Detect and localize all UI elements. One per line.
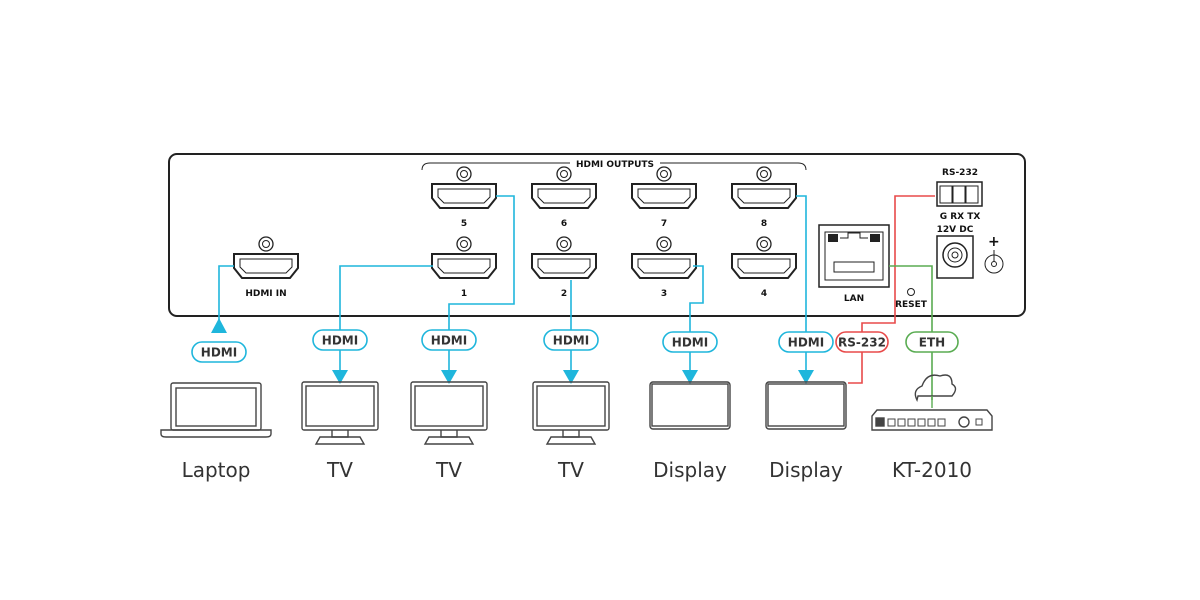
device-tv xyxy=(532,381,610,445)
device-tv xyxy=(410,381,488,445)
rs232-terminal[interactable] xyxy=(936,181,983,207)
hdmi-output-port-2-label: 2 xyxy=(561,289,567,299)
hdmi-tag-text: HDMI xyxy=(201,346,237,360)
device-laptop xyxy=(160,382,272,438)
hdmi-output-port-5[interactable] xyxy=(431,166,497,209)
device-label: TV xyxy=(326,458,353,482)
power-label: 12V DC xyxy=(937,225,974,235)
hdmi-tag xyxy=(662,331,718,353)
device-rear-panel xyxy=(168,153,1026,317)
hdmi-output-port-1-label: 1 xyxy=(461,289,467,299)
lan-port[interactable] xyxy=(818,224,890,288)
device-controller xyxy=(871,374,993,431)
rs232-pins-label: G RX TX xyxy=(940,212,981,222)
arrow-down-icon xyxy=(332,370,348,384)
polarity-plus: + xyxy=(988,234,1000,250)
cable-out8 xyxy=(796,195,807,370)
arrow-up-icon xyxy=(211,318,227,333)
hdmi-tag-text: HDMI xyxy=(322,334,358,348)
cable-out5 xyxy=(448,195,515,370)
reset-label: RESET xyxy=(895,300,928,310)
device-label: KT-2010 xyxy=(892,458,972,482)
hdmi-tag xyxy=(778,331,834,353)
hdmi-tag-text: HDMI xyxy=(431,334,467,348)
cable-out3 xyxy=(689,265,704,370)
hdmi-tag xyxy=(191,341,247,363)
device-label: Laptop xyxy=(182,458,251,482)
rs232-tag xyxy=(835,331,889,353)
hdmi-output-port-4-label: 4 xyxy=(761,289,767,299)
hdmi-outputs-label: HDMI OUTPUTS xyxy=(576,160,654,170)
hdmi-tag xyxy=(312,329,368,351)
polarity-icon xyxy=(984,250,1004,274)
device-label: Display xyxy=(769,458,843,482)
cable-hdmi-in xyxy=(218,265,234,333)
hdmi-output-port-4[interactable] xyxy=(731,236,797,279)
cable-eth xyxy=(889,265,933,400)
arrow-down-icon xyxy=(441,370,457,384)
hdmi-output-port-6-label: 6 xyxy=(561,219,567,229)
eth-tag-text: ETH xyxy=(919,336,945,350)
power-jack[interactable] xyxy=(936,235,974,279)
hdmi-in-port-label: HDMI IN xyxy=(245,289,286,299)
hdmi-tag-text: HDMI xyxy=(553,334,589,348)
rs232-tag-text: RS-232 xyxy=(838,336,886,350)
hdmi-output-port-1[interactable] xyxy=(431,236,497,279)
device-display xyxy=(649,381,731,430)
hdmi-output-port-5-label: 5 xyxy=(461,219,467,229)
device-label: TV xyxy=(557,458,584,482)
eth-tag xyxy=(905,331,959,353)
device-label: TV xyxy=(435,458,462,482)
hdmi-output-port-7-label: 7 xyxy=(661,219,667,229)
hdmi-output-port-3-label: 3 xyxy=(661,289,667,299)
hdmi-tag xyxy=(421,329,477,351)
cable-rs232 xyxy=(848,195,935,384)
hdmi-output-port-8-label: 8 xyxy=(761,219,767,229)
hdmi-output-port-2[interactable] xyxy=(531,236,597,279)
hdmi-output-port-7[interactable] xyxy=(631,166,697,209)
cloud-icon xyxy=(914,374,957,403)
device-display xyxy=(765,381,847,430)
arrow-down-icon xyxy=(682,370,698,384)
reset-button[interactable] xyxy=(907,288,915,296)
hdmi-in-port[interactable] xyxy=(233,236,299,279)
hdmi-output-port-6[interactable] xyxy=(531,166,597,209)
device-label: Display xyxy=(653,458,727,482)
lan-label: LAN xyxy=(844,294,864,304)
hdmi-output-port-8[interactable] xyxy=(731,166,797,209)
hdmi-output-port-3[interactable] xyxy=(631,236,697,279)
hdmi-tag xyxy=(543,329,599,351)
rs232-port-label: RS-232 xyxy=(942,168,978,178)
hdmi-tag-text: HDMI xyxy=(672,336,708,350)
arrow-down-icon xyxy=(563,370,579,384)
arrow-down-icon xyxy=(798,370,814,384)
device-tv xyxy=(301,381,379,445)
hdmi-tag-text: HDMI xyxy=(788,336,824,350)
